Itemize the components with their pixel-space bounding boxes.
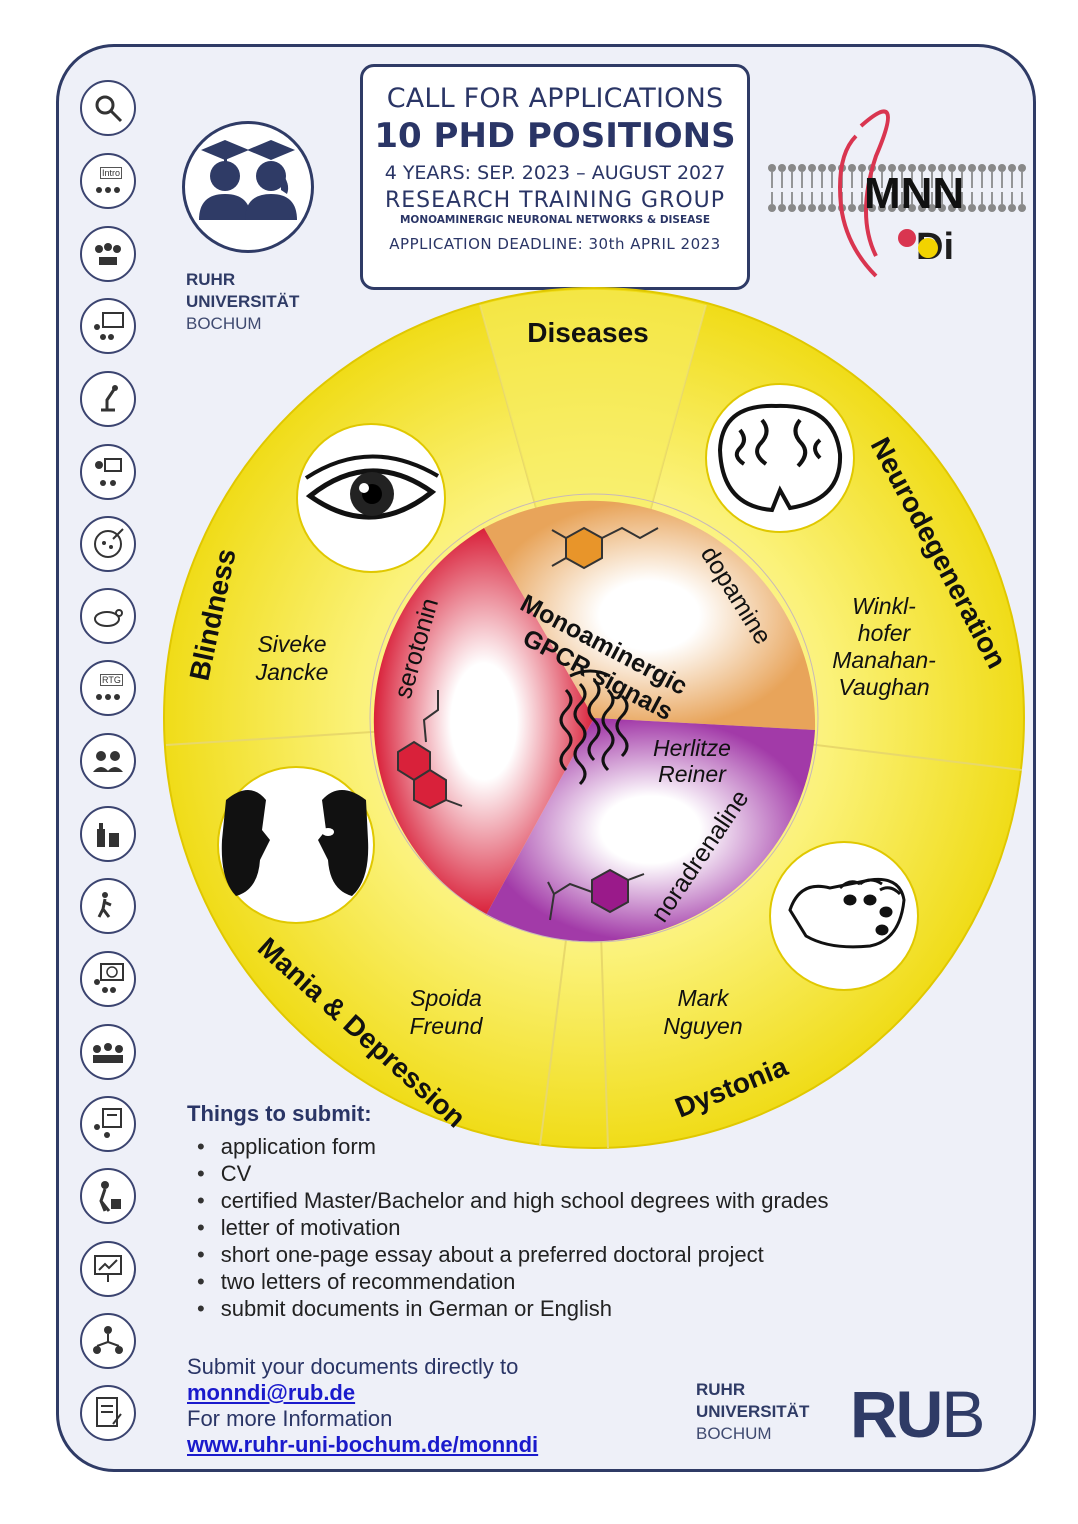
- mouse-icon: [80, 588, 136, 644]
- rub-logo: RUB: [850, 1376, 985, 1452]
- university-line1: RUHR: [696, 1380, 746, 1399]
- header-line5: MONOAMINERGIC NEURONAL NETWORKS & DISEAS…: [399, 214, 711, 226]
- yellow-dot-icon: [918, 238, 938, 258]
- document-edit-icon: [80, 1385, 136, 1441]
- icon-label: RTG: [100, 674, 123, 686]
- hand-image: [769, 841, 919, 991]
- graduates-icon: [199, 140, 297, 220]
- gpcr-protein-icon: [559, 669, 629, 786]
- dystonia-name1: Mark: [677, 985, 730, 1011]
- center-name2: Reiner: [658, 761, 727, 787]
- dystonia-name2: Nguyen: [663, 1013, 742, 1039]
- monndi-logo: MNN Di: [768, 109, 1026, 278]
- university-line2: UNIVERSITÄT: [186, 292, 300, 311]
- faces-image: [217, 766, 375, 924]
- things-list: application form CV certified Master/Bac…: [187, 1133, 829, 1322]
- diseases-title: Diseases: [527, 317, 648, 348]
- website-link[interactable]: www.ruhr-uni-bochum.de/monndi: [187, 1432, 539, 1457]
- two-faces-icon: [221, 790, 369, 896]
- list-item: application form: [197, 1133, 829, 1160]
- email-link[interactable]: monndi@rub.de: [187, 1380, 356, 1405]
- team-icon: [80, 733, 136, 789]
- header-line4: RESEARCH TRAINING GROUP: [384, 188, 726, 213]
- university-line3: BOCHUM: [186, 314, 262, 333]
- international-icon: [80, 951, 136, 1007]
- list-item: two letters of recommendation: [197, 1268, 829, 1295]
- rub-logo-letters: RU: [850, 1377, 943, 1451]
- membrane-icon: [768, 164, 1026, 212]
- submit-line2: For more Information: [187, 1406, 393, 1431]
- network-icon: [80, 1313, 136, 1369]
- statistics-monitor-icon: [80, 1241, 136, 1297]
- header-line3: 4 YEARS: SEP. 2023 – AUGUST 2027: [384, 162, 726, 184]
- discussion-icon: [80, 444, 136, 500]
- neuro-name3: Manahan-: [832, 647, 936, 673]
- petri-dish-icon: [80, 516, 136, 572]
- things-title: Things to submit:: [187, 1101, 372, 1126]
- eye-image: [296, 423, 446, 573]
- header-line1: CALL FOR APPLICATIONS: [386, 83, 724, 114]
- microscope-icon: [80, 371, 136, 427]
- center-name1: Herlitze: [653, 735, 731, 761]
- audience-icon: [80, 1024, 136, 1080]
- blindness-name2: Jancke: [255, 659, 329, 685]
- rtg-presentation-icon: RTG: [80, 660, 136, 716]
- icon-label: Intro: [100, 167, 123, 179]
- dopamine-molecule-icon: [551, 526, 659, 570]
- call-for-applications-box: CALL FOR APPLICATIONS 10 PHD POSITIONS 4…: [360, 64, 750, 290]
- graduates-logo: [182, 121, 314, 253]
- list-item: short one-page essay about a preferred d…: [197, 1241, 829, 1268]
- lecture-icon: [80, 298, 136, 354]
- serotonin-molecule-icon: [397, 690, 463, 810]
- report-icon: [80, 1096, 136, 1152]
- intro-presentation-icon: Intro: [80, 153, 136, 209]
- header-line6: APPLICATION DEADLINE: 30th APRIL 2023: [389, 235, 721, 253]
- eye-icon: [304, 454, 440, 520]
- rub-logo-letter-b: B: [941, 1377, 985, 1451]
- university-name-bottom: RUHR UNIVERSITÄT BOCHUM: [696, 1379, 809, 1445]
- mania-name1: Spoida: [410, 985, 482, 1011]
- list-item: submit documents in German or English: [197, 1295, 829, 1322]
- noradrenaline-molecule-icon: [547, 868, 645, 921]
- list-item: letter of motivation: [197, 1214, 829, 1241]
- neuro-name4: Vaughan: [838, 674, 929, 700]
- lab-bottles-icon: [80, 806, 136, 862]
- list-item: CV: [197, 1160, 829, 1187]
- career-steps-icon: [80, 878, 136, 934]
- university-line2: UNIVERSITÄT: [696, 1402, 810, 1421]
- brain-image: [705, 383, 855, 533]
- signal-curve-icon: [838, 109, 890, 278]
- hand-icon: [788, 877, 906, 949]
- search-people-icon: [80, 80, 136, 136]
- mania-name2: Freund: [410, 1013, 484, 1039]
- blindness-name1: Siveke: [257, 631, 326, 657]
- submit-info: Submit your documents directly to monndi…: [187, 1354, 538, 1458]
- submit-line1: Submit your documents directly to: [187, 1354, 519, 1379]
- group-meeting-icon: [80, 226, 136, 282]
- university-line3: BOCHUM: [696, 1424, 772, 1443]
- red-dot-icon: [898, 229, 916, 247]
- monndi-row1: MNN: [864, 169, 964, 218]
- university-name-top: RUHR UNIVERSITÄT BOCHUM: [186, 269, 299, 335]
- neuro-name2: hofer: [858, 620, 912, 646]
- serotonin-sector: [373, 528, 594, 915]
- job-seeker-icon: [80, 1168, 136, 1224]
- header-line2: 10 PHD POSITIONS: [374, 116, 736, 156]
- brain-icon: [717, 403, 843, 513]
- neuro-name1: Winkl-: [852, 593, 916, 619]
- things-to-submit: Things to submit: application form CV ce…: [187, 1101, 829, 1322]
- university-line1: RUHR: [186, 270, 236, 289]
- list-item: certified Master/Bachelor and high schoo…: [197, 1187, 829, 1214]
